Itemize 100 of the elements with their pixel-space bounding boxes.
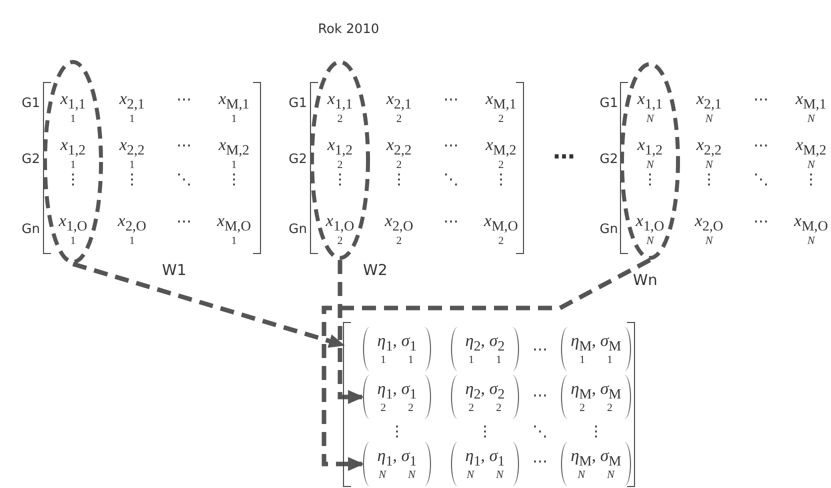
matrix-entry: x$_{M,O}$ bbox=[217, 212, 251, 236]
matrix-entry: x$_{1,2}$ bbox=[327, 136, 353, 160]
index-subscript: 1 bbox=[231, 235, 237, 248]
matrix-entry: x$_{2,O}$ bbox=[384, 212, 414, 236]
matrix-label: Wn bbox=[633, 272, 658, 288]
dashed-ellipse bbox=[43, 60, 103, 264]
index-subscript: 1 bbox=[580, 354, 585, 366]
matrix-entry: x$_{2,1}$ bbox=[386, 90, 412, 114]
index-subscript: 2 bbox=[396, 113, 402, 126]
index-subscript: 2 bbox=[408, 402, 414, 414]
index-subscript: N bbox=[705, 235, 713, 248]
index-subscript: N bbox=[646, 235, 654, 248]
matrix-entry: x$_{1,O}$ bbox=[58, 212, 88, 236]
row-label: G1 bbox=[22, 96, 40, 112]
matrix-entry: η$_{2}$, σ$_{2}$ bbox=[465, 332, 505, 356]
ellipsis: ⋯ bbox=[532, 452, 548, 470]
matrix-entry: x$_{M,O}$ bbox=[484, 212, 518, 236]
index-subscript: 1 bbox=[129, 159, 135, 172]
dashed-arrow bbox=[338, 260, 364, 404]
diagram-title: Rok 2010 bbox=[318, 22, 380, 37]
matrix-entry: x$_{M,2}$ bbox=[796, 136, 826, 160]
ellipsis: ⋯ bbox=[754, 90, 768, 108]
ellipsis: ⋯ bbox=[444, 212, 458, 230]
index-subscript: 2 bbox=[498, 159, 504, 172]
ellipsis: ⋮ bbox=[226, 170, 242, 188]
matrix-entry: x$_{2,O}$ bbox=[118, 212, 146, 236]
ellipsis: ⋯ bbox=[444, 90, 458, 108]
ellipsis: ⋯ bbox=[176, 212, 192, 230]
ellipsis: ⋮ bbox=[642, 170, 658, 188]
index-subscript: 2 bbox=[337, 113, 343, 126]
matrix-entry: η$_{M}$, σ$_{M}$ bbox=[570, 447, 622, 470]
index-subscript: 1 bbox=[129, 113, 135, 126]
index-subscript: 1 bbox=[129, 235, 135, 248]
row-label: G2 bbox=[288, 152, 307, 168]
index-subscript: 1 bbox=[468, 354, 474, 366]
matrix-label: W2 bbox=[363, 262, 388, 278]
ellipsis: ⋮ bbox=[124, 170, 140, 188]
dashed-arrow bbox=[72, 262, 345, 348]
index-subscript: N bbox=[466, 468, 474, 481]
index-subscript: 2 bbox=[380, 402, 386, 414]
index-subscript: N bbox=[408, 468, 416, 481]
index-subscript: 1 bbox=[496, 354, 502, 366]
matrix-entry: x$_{2,2}$ bbox=[386, 136, 412, 160]
index-subscript: 1 bbox=[408, 354, 414, 366]
ellipsis: ⋮ bbox=[494, 170, 508, 188]
dashed-ellipse bbox=[620, 62, 680, 260]
matrix-entry: η$_{1}$, σ$_{1}$ bbox=[465, 447, 505, 470]
matrix-label: W1 bbox=[162, 262, 186, 278]
matrix-entry: x$_{M,1}$ bbox=[796, 90, 826, 114]
index-subscript: 1 bbox=[70, 235, 76, 248]
index-subscript: 1 bbox=[70, 113, 76, 126]
index-subscript: N bbox=[646, 159, 654, 172]
ellipsis: ⋯ bbox=[553, 148, 575, 168]
matrix-entry: η$_{2}$, σ$_{2}$ bbox=[465, 380, 505, 404]
ellipsis: ⋯ bbox=[754, 136, 768, 154]
matrix-entry: x$_{1,O}$ bbox=[636, 212, 664, 236]
ellipsis: ⋯ bbox=[176, 136, 192, 154]
index-subscript: N bbox=[807, 159, 815, 172]
index-subscript: 2 bbox=[496, 402, 502, 414]
ellipsis: ⋱ bbox=[444, 170, 458, 188]
ellipsis: ⋯ bbox=[754, 212, 768, 230]
matrix-entry: η$_{M}$, σ$_{M}$ bbox=[570, 332, 622, 356]
matrix-entry: x$_{M,1}$ bbox=[486, 90, 516, 114]
index-subscript: 2 bbox=[396, 159, 402, 172]
index-subscript: N bbox=[578, 468, 585, 481]
ellipsis: ⋯ bbox=[176, 90, 192, 108]
matrix-entry: η$_{1}$, σ$_{1}$ bbox=[377, 380, 417, 404]
matrix-entry: x$_{2,2}$ bbox=[696, 136, 722, 160]
dashed-ellipse bbox=[310, 60, 370, 260]
matrix-entry: x$_{1,1}$ bbox=[60, 90, 86, 114]
ellipsis: ⋮ bbox=[392, 170, 406, 188]
index-subscript: 1 bbox=[231, 113, 237, 126]
index-subscript: N bbox=[496, 468, 504, 481]
matrix-entry: x$_{1,1}$ bbox=[327, 90, 353, 114]
ellipsis: ⋱ bbox=[176, 170, 192, 188]
matrix-entry: x$_{2,O}$ bbox=[694, 212, 724, 236]
index-subscript: 1 bbox=[380, 354, 386, 366]
index-subscript: N bbox=[705, 113, 713, 126]
ellipsis: ⋮ bbox=[478, 422, 492, 440]
row-label: G2 bbox=[600, 152, 618, 168]
row-label: Gn bbox=[600, 222, 618, 238]
matrix-entry: x$_{2,1}$ bbox=[119, 90, 145, 114]
index-subscript: N bbox=[705, 159, 713, 172]
index-subscript: N bbox=[378, 468, 386, 481]
matrix-entry: x$_{2,2}$ bbox=[119, 136, 145, 160]
ellipsis: ⋮ bbox=[332, 170, 348, 188]
index-subscript: N bbox=[807, 113, 815, 126]
ellipsis: ⋱ bbox=[754, 170, 768, 188]
index-subscript: 1 bbox=[231, 159, 237, 172]
matrix-entry: x$_{1,2}$ bbox=[60, 136, 86, 160]
ellipsis: ⋮ bbox=[66, 170, 80, 188]
index-subscript: 2 bbox=[468, 402, 474, 414]
index-subscript: 1 bbox=[70, 159, 76, 172]
row-label: G1 bbox=[288, 96, 307, 112]
matrix-entry: x$_{M,2}$ bbox=[486, 136, 516, 160]
index-subscript: 2 bbox=[580, 402, 585, 414]
matrix-entry: x$_{M,O}$ bbox=[794, 212, 828, 236]
matrix-entry: η$_{1}$, σ$_{1}$ bbox=[377, 332, 417, 356]
matrix-entry: η$_{M}$, σ$_{M}$ bbox=[570, 380, 622, 404]
matrix-bracket bbox=[343, 322, 635, 487]
